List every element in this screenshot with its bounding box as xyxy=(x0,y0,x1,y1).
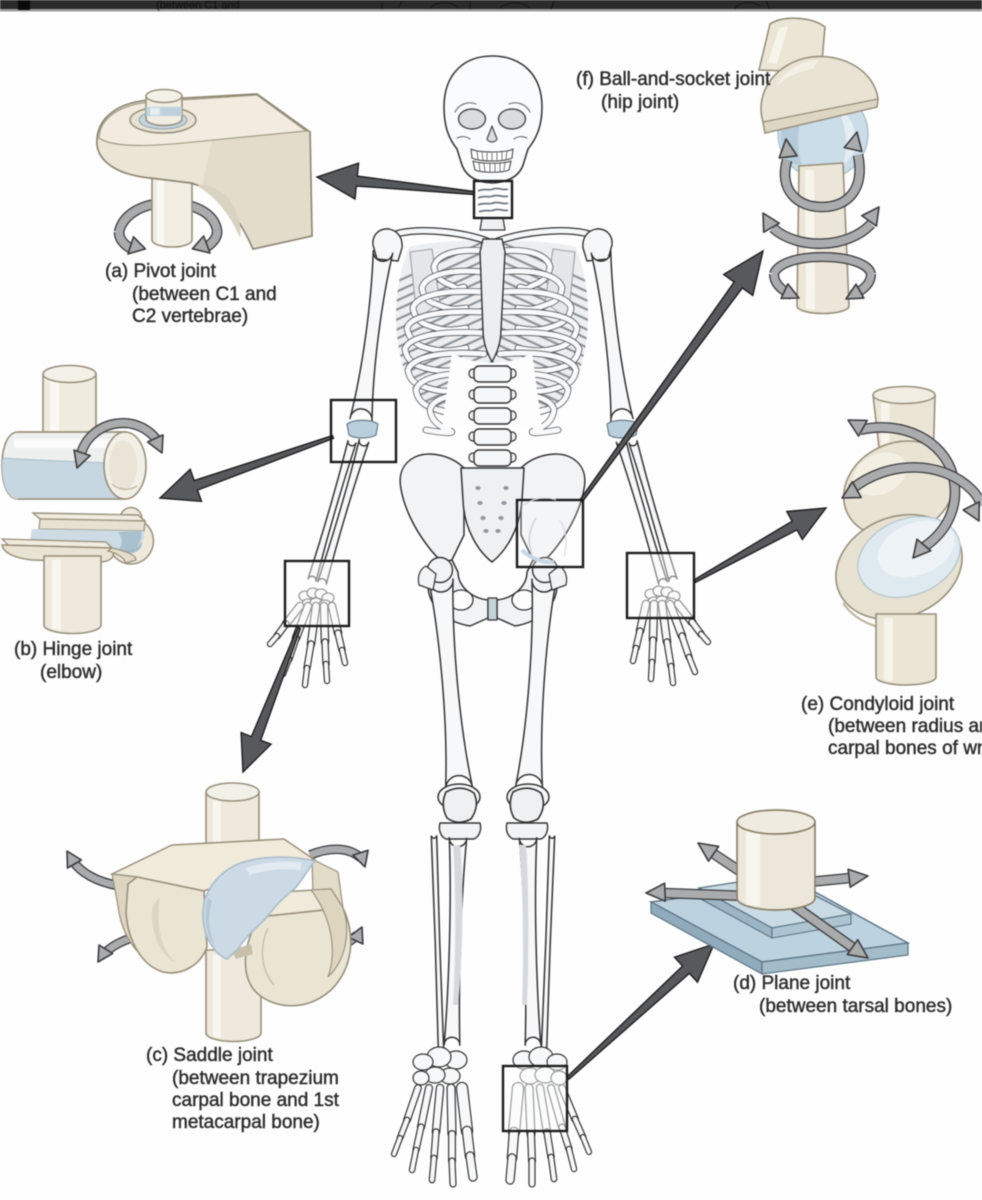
svg-text:(between C1 and: (between C1 and xyxy=(132,284,277,305)
svg-text:(b) Hinge joint: (b) Hinge joint xyxy=(14,639,133,660)
svg-text:(between tarsal bones): (between tarsal bones) xyxy=(759,996,952,1017)
svg-text:metacarpal bone): metacarpal bone) xyxy=(172,1112,320,1133)
svg-text:(e) Condyloid joint: (e) Condyloid joint xyxy=(801,694,955,715)
svg-text:carpal bone and 1st: carpal bone and 1st xyxy=(172,1090,340,1111)
svg-text:(d) Plane joint: (d) Plane joint xyxy=(733,973,851,994)
svg-text:(c) Saddle joint: (c) Saddle joint xyxy=(146,1045,273,1066)
svg-text:(between C1 and: (between C1 and xyxy=(156,0,240,12)
svg-text:carpal bones of wrist): carpal bones of wrist) xyxy=(828,738,982,759)
svg-text:(f) Ball-and-socket joint: (f) Ball-and-socket joint xyxy=(576,69,771,90)
svg-text:(between radius and: (between radius and xyxy=(828,716,982,737)
svg-text:(hip joint): (hip joint) xyxy=(601,92,679,113)
svg-text:(a) Pivot joint: (a) Pivot joint xyxy=(105,261,217,282)
svg-text:(elbow): (elbow) xyxy=(40,662,102,683)
svg-text:(between trapezium: (between trapezium xyxy=(172,1068,339,1089)
svg-text:C2 vertebrae): C2 vertebrae) xyxy=(132,306,248,327)
